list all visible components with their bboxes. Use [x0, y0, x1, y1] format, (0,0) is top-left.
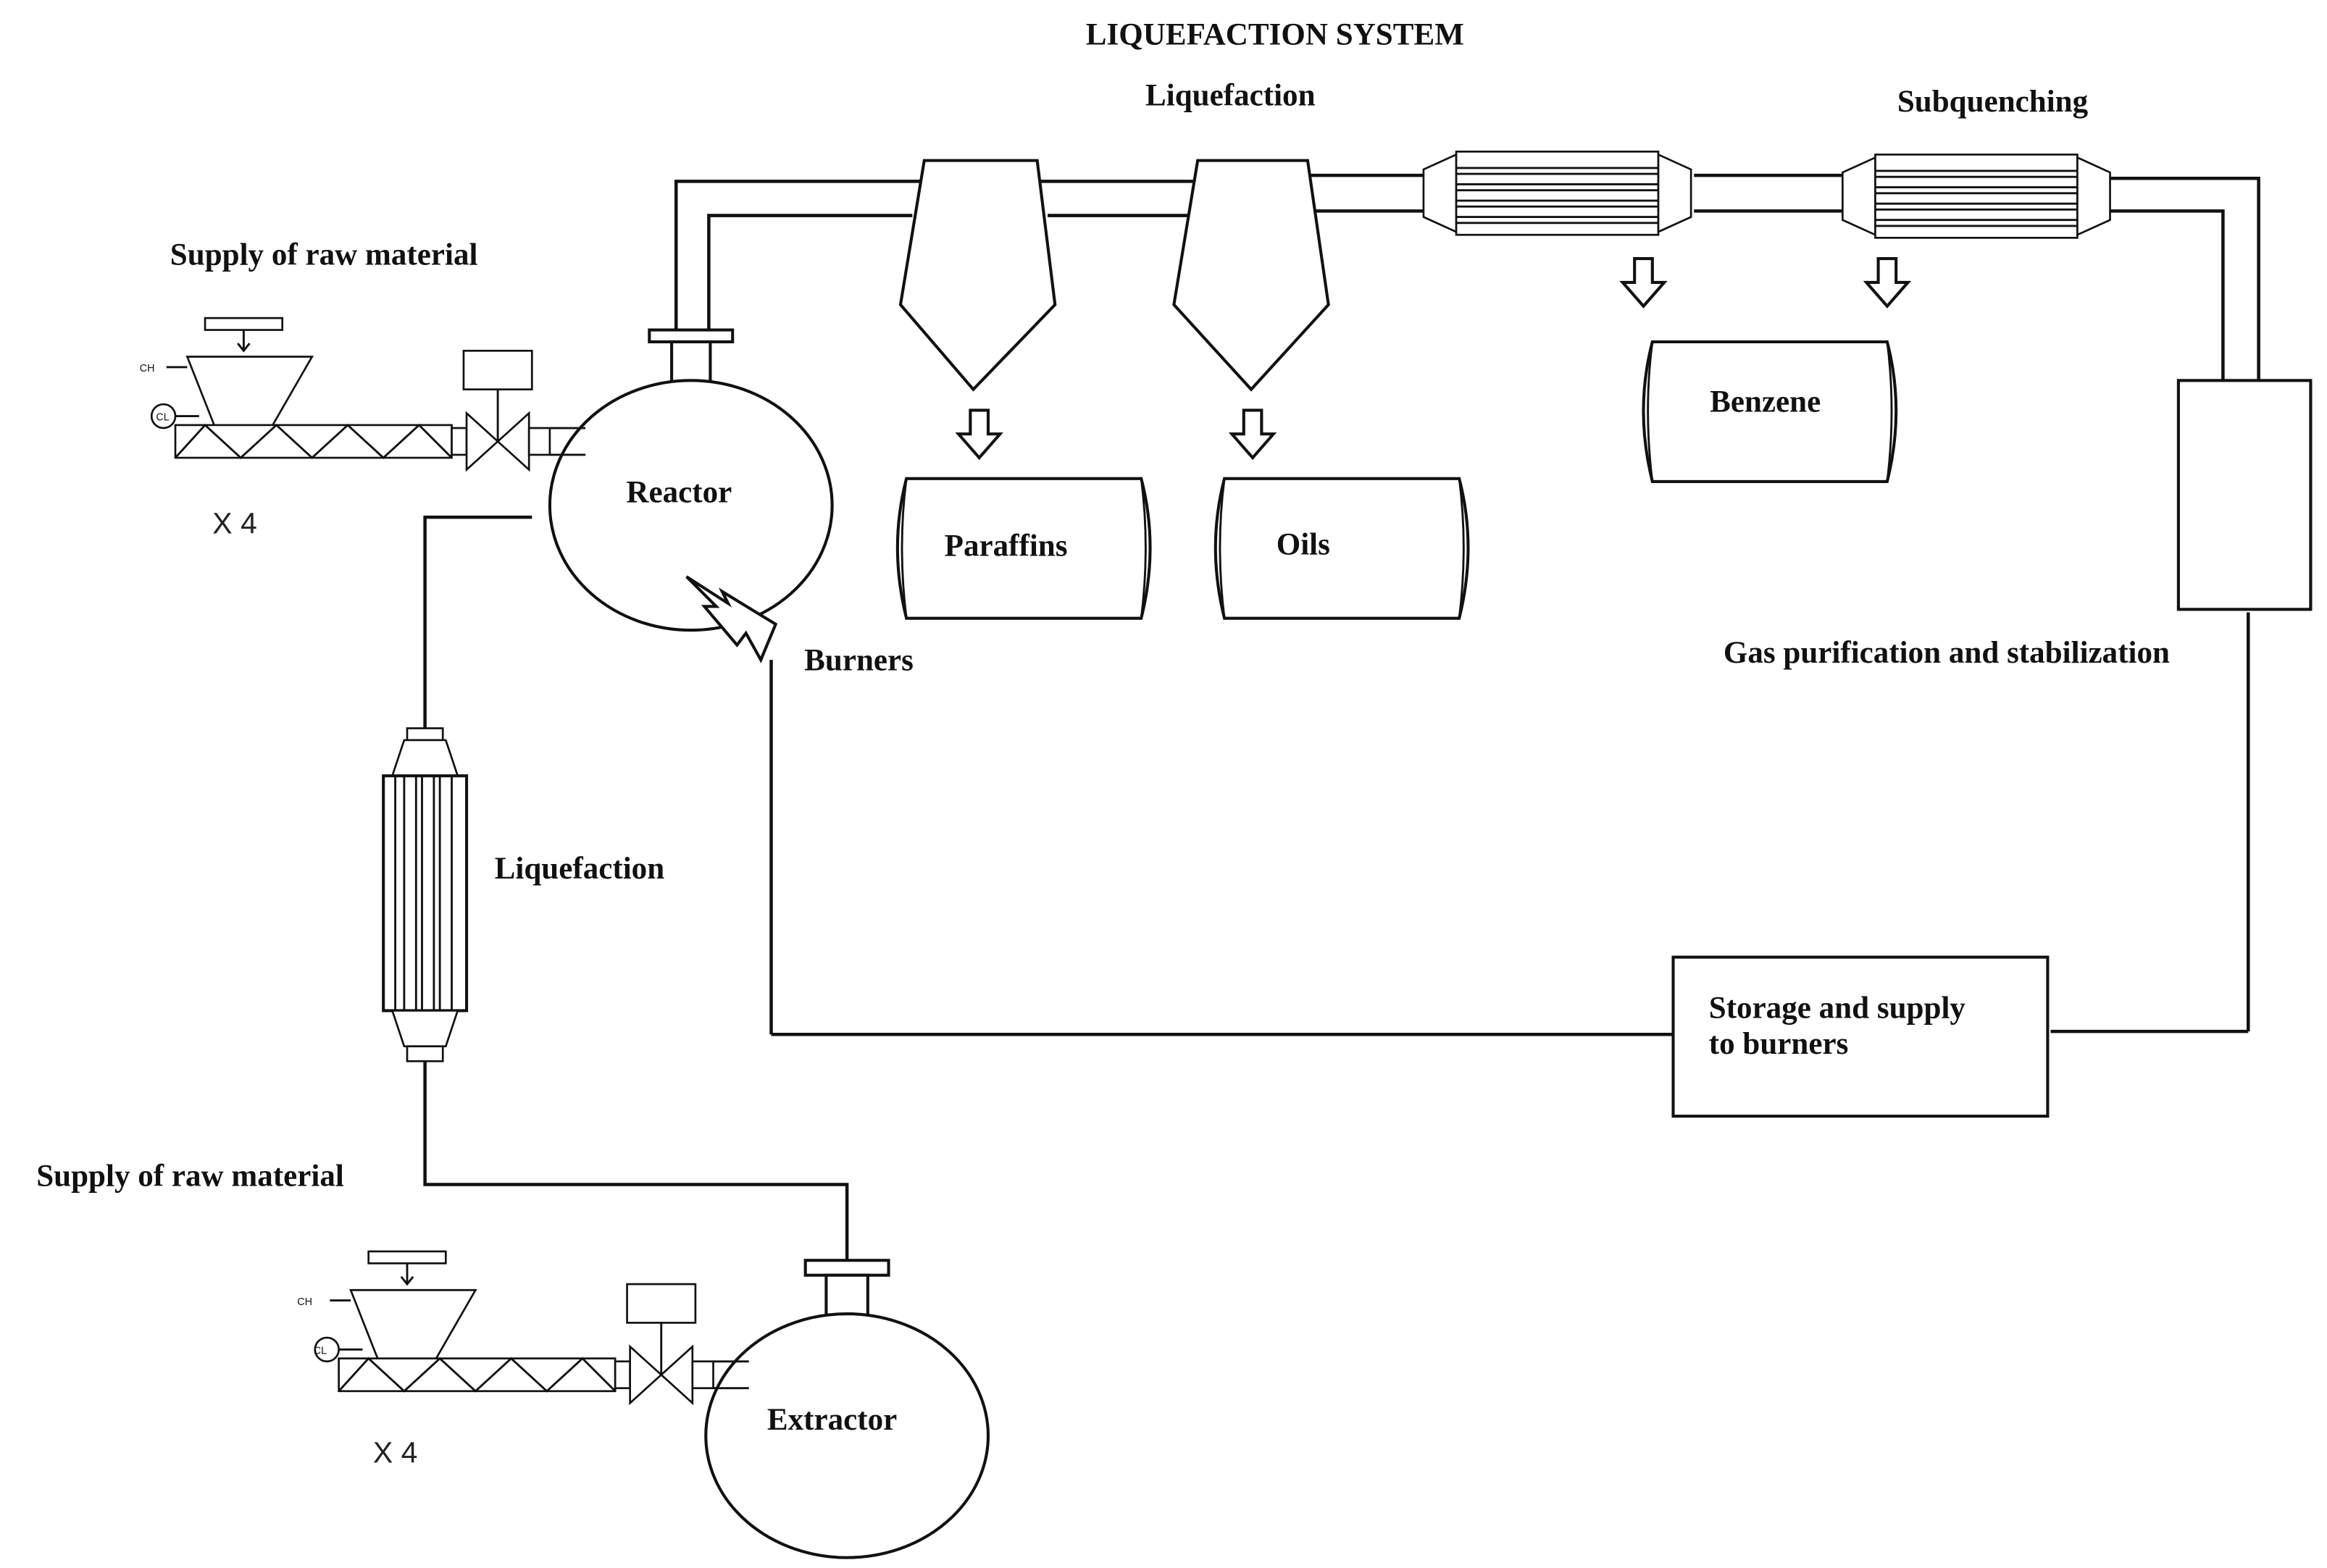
- gas-purification-unit: [2176, 379, 2313, 611]
- label-storage-line2: to burners: [1709, 1027, 1849, 1061]
- feeder-top-multiplier: X 4: [212, 507, 257, 540]
- label-reactor: Reactor: [626, 476, 732, 510]
- oils-tank: Oils: [1216, 479, 1469, 619]
- label-oils: Oils: [1277, 527, 1330, 561]
- heat-exchanger-1: [1422, 150, 1692, 236]
- label-liquefaction-side: Liquefaction: [495, 852, 665, 886]
- vertical-exchanger: [382, 727, 469, 1062]
- diagram-title: LIQUEFACTION SYSTEM: [1086, 18, 1464, 52]
- feeder-bottom-tag-ch: CH: [297, 1296, 312, 1308]
- feeder-top-tag-cl: CL: [156, 412, 169, 424]
- feeder-top-tag-ch: CH: [140, 363, 155, 374]
- label-gas-purification: Gas purification and stabilization: [1724, 636, 2170, 670]
- arrow-down-benzene-2-icon: [1866, 259, 1908, 306]
- feeder-top: CH CL: [140, 316, 587, 471]
- separator-1: [898, 159, 1057, 392]
- reactor: Reactor: [548, 328, 834, 632]
- storage-supply-unit: [1671, 955, 2050, 1118]
- benzene-tank: Benzene: [1644, 342, 1897, 482]
- feeder-bottom-multiplier: X 4: [373, 1435, 418, 1469]
- arrow-down-benzene-1-icon: [1623, 259, 1664, 306]
- burner-flame-icon: [685, 575, 778, 663]
- heat-exchanger-2: [1841, 153, 2111, 239]
- label-paraffins: Paraffins: [945, 529, 1068, 563]
- label-supply-top: Supply of raw material: [170, 238, 478, 272]
- arrow-down-paraffins-icon: [958, 410, 1000, 458]
- separator-2: [1172, 159, 1330, 392]
- feeder-bottom: CH CL: [297, 1250, 751, 1404]
- label-subquenching: Subquenching: [1897, 85, 2089, 119]
- top-pipeline: [674, 173, 2260, 381]
- label-liquefaction-top: Liquefaction: [1145, 79, 1316, 113]
- label-extractor: Extractor: [767, 1403, 897, 1437]
- label-burners: Burners: [804, 644, 914, 678]
- condenser-to-extractor-pipe: [423, 1061, 849, 1261]
- arrow-down-oils-icon: [1232, 410, 1273, 458]
- extractor: Extractor: [704, 1259, 990, 1559]
- label-supply-bottom: Supply of raw material: [36, 1160, 344, 1194]
- reactor-to-condenser-pipe: [423, 515, 532, 729]
- paraffins-tank: Paraffins: [898, 479, 1150, 619]
- label-storage-line1: Storage and supply: [1709, 991, 1966, 1026]
- return-pipeline: [769, 612, 2250, 1036]
- feeder-bottom-tag-cl: CL: [314, 1345, 327, 1357]
- label-benzene: Benzene: [1710, 385, 1821, 419]
